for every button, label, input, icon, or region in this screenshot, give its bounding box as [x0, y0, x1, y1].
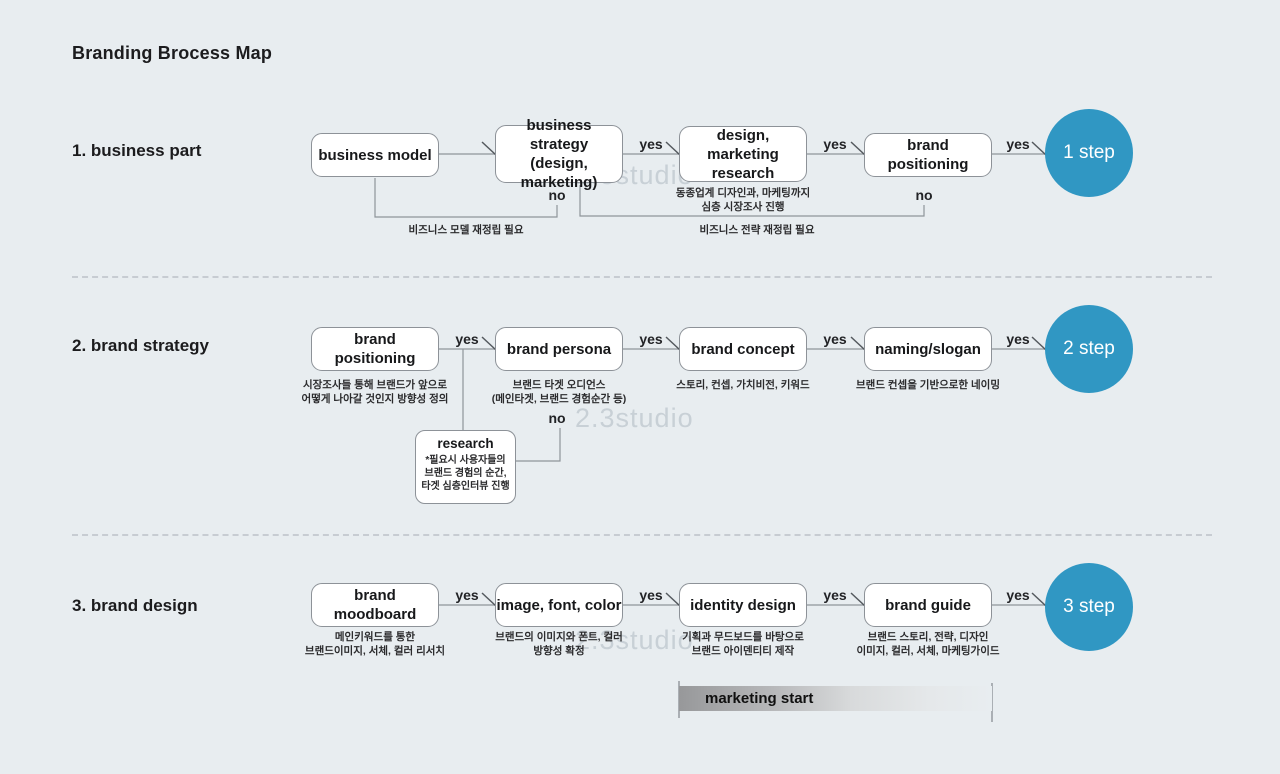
- step-circle-3: 3 step: [1045, 563, 1133, 651]
- row1-connectors: [374, 141, 1047, 218]
- node-label: brand positioning: [334, 331, 416, 367]
- yes-label: yes: [823, 331, 847, 347]
- yes-label: yes: [639, 136, 663, 152]
- step-circle-1: 1 step: [1045, 109, 1133, 197]
- note-brand-concept: 스토리, 컨셉, 가치비전, 키워드: [676, 379, 810, 391]
- flow-node-brand-guide: brand guide: [864, 583, 992, 627]
- flow-node-brand-moodboard: brand moodboard: [311, 583, 439, 627]
- row2-connectors: [439, 336, 1047, 462]
- page-title: Branding Brocess Map: [72, 43, 273, 63]
- step-label: 3 step: [1063, 596, 1115, 617]
- node-label: identity design: [690, 596, 796, 614]
- no-label: no: [915, 187, 933, 203]
- step-label: 2 step: [1063, 338, 1115, 359]
- flow-node-design-marketing-research: design, marketing research: [679, 126, 807, 182]
- no-label: no: [548, 187, 566, 203]
- note-loop-business-strategy: 비즈니스 전략 재정립 필요: [699, 224, 815, 236]
- yes-label: yes: [639, 331, 663, 347]
- node-label: brand moodboard: [333, 587, 417, 623]
- node-label: brand positioning: [887, 137, 969, 173]
- yes-label: yes: [1006, 331, 1030, 347]
- research-title: research: [437, 436, 494, 451]
- node-label: research: [711, 164, 775, 182]
- flow-node-identity-design: identity design: [679, 583, 807, 627]
- yes-label: yes: [823, 587, 847, 603]
- flow-node-business-strategy: business strategy (design, marketing): [495, 117, 623, 191]
- watermark: 2.3studio: [575, 403, 694, 433]
- step-label: 1 step: [1063, 142, 1115, 163]
- note-brand-guide: 브랜드 스토리, 전략, 디자인 이미지, 컬러, 서체, 마케팅가이드: [856, 631, 1000, 657]
- note-image-font-color: 브랜드의 이미지와 폰트, 컬러 방향성 확정: [495, 631, 623, 657]
- row-divider: [72, 534, 1212, 536]
- note-loop-business-model: 비즈니스 모델 재정립 필요: [408, 224, 524, 236]
- flow-node-brand-concept: brand concept: [679, 327, 807, 371]
- node-label: naming/slogan: [875, 340, 981, 358]
- no-label: no: [548, 410, 566, 426]
- yes-label: yes: [455, 331, 479, 347]
- marketing-start-label: marketing start: [705, 690, 814, 707]
- section-label-brand-design: 3. brand design: [72, 596, 198, 615]
- note-brand-moodboard: 메인키워드를 통한 브랜드이미지, 서체, 컬러 리서치: [304, 631, 446, 657]
- yes-label: yes: [1006, 136, 1030, 152]
- node-label: brand persona: [506, 340, 612, 358]
- yes-label: yes: [1006, 587, 1030, 603]
- flow-node-business-model: business model: [311, 133, 439, 177]
- flow-node-research: research *필요시 사용자들의 브랜드 경험의 순간, 타겟 심층인터뷰…: [415, 430, 516, 504]
- watermark: 2.3studio: [575, 625, 694, 655]
- yes-label: yes: [639, 587, 663, 603]
- section-label-business-part: 1. business part: [72, 141, 202, 160]
- node-label: brand guide: [885, 596, 971, 614]
- marketing-start-bar: marketing start: [679, 686, 992, 711]
- yes-label: yes: [455, 587, 479, 603]
- node-label: (design, marketing): [520, 155, 598, 191]
- flow-node-naming-slogan: naming/slogan: [864, 327, 992, 371]
- row-divider: [72, 276, 1212, 278]
- flow-node-brand-positioning-1: brand positioning: [864, 133, 992, 177]
- step-circle-2: 2 step: [1045, 305, 1133, 393]
- note-naming-slogan: 브랜드 컨셉을 기반으로한 네이밍: [856, 379, 1000, 391]
- flow-node-image-font-color: image, font, color: [495, 583, 623, 627]
- node-label: business strategy: [526, 117, 592, 153]
- section-label-brand-strategy: 2. brand strategy: [72, 336, 209, 355]
- yes-label: yes: [823, 136, 847, 152]
- node-label: design, marketing: [707, 126, 779, 163]
- flow-node-brand-persona: brand persona: [495, 327, 623, 371]
- node-label: image, font, color: [496, 596, 622, 614]
- note-market-research: 동종업계 디자인과, 마케팅까지 심층 시장조사 진행: [675, 187, 811, 213]
- note-identity-design: 기획과 무드보드를 바탕으로 브랜드 아이덴티티 제작: [682, 631, 804, 657]
- node-label: business model: [318, 146, 432, 164]
- note-brand-persona: 브랜드 타겟 오디언스 (메인타겟, 브랜드 경험순간 등): [491, 379, 627, 405]
- flow-node-brand-positioning-2: brand positioning: [311, 327, 439, 371]
- row3-connectors: [439, 592, 1047, 607]
- node-label: brand concept: [691, 340, 795, 358]
- note-brand-positioning: 시장조사들 통해 브랜드가 앞으로 어떻게 나아갈 것인지 방향성 정의: [301, 379, 449, 405]
